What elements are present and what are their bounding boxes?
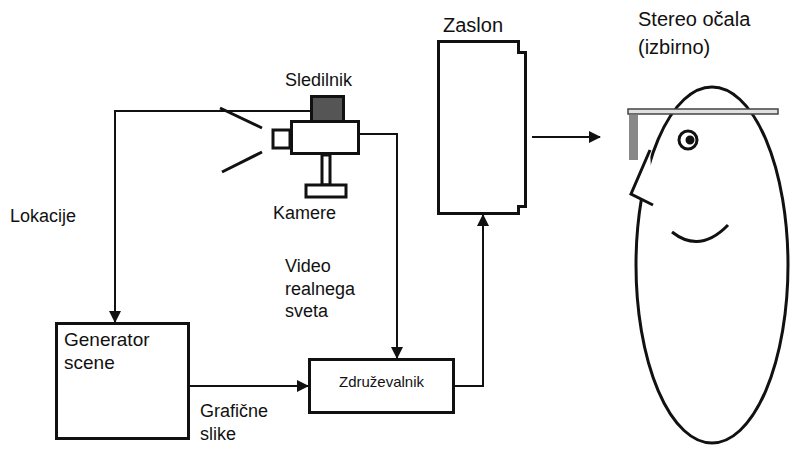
arrow-connector <box>455 215 483 386</box>
display-box: Zaslon <box>437 40 520 215</box>
node-label: Zaslon <box>443 13 503 37</box>
process-box: Generator scene <box>55 322 190 440</box>
camera-base <box>306 185 346 197</box>
edge-label: Video realnega sveta <box>285 255 375 323</box>
node-label: Kamere <box>273 203 336 225</box>
edge-label: Grafične slike <box>200 400 280 445</box>
glasses-lens <box>629 115 638 160</box>
display-edge <box>517 51 527 208</box>
camera-lens <box>273 130 290 148</box>
camera-stand <box>322 155 330 185</box>
node-label: Združevalnik <box>311 361 452 403</box>
arrow-connector <box>360 134 397 358</box>
process-box: Združevalnik <box>308 358 455 414</box>
node-label: Generator scene <box>58 325 187 379</box>
node-label: Stereo očala (izbirno) <box>638 5 778 61</box>
head-node: Stereo očala (izbirno) <box>600 85 790 445</box>
glasses-bar <box>628 109 778 114</box>
node-label: Sledilnik <box>285 70 352 92</box>
mouth <box>672 225 728 241</box>
head-figure <box>628 87 788 443</box>
arrow-connector <box>190 385 308 387</box>
edge-label: Lokacije <box>10 205 110 228</box>
view-cone-line <box>222 152 262 172</box>
head-outline <box>636 87 788 443</box>
pupil <box>687 137 693 143</box>
camera-body: Kamere <box>290 120 360 155</box>
eye <box>679 131 697 149</box>
arrow-connector <box>532 136 600 138</box>
